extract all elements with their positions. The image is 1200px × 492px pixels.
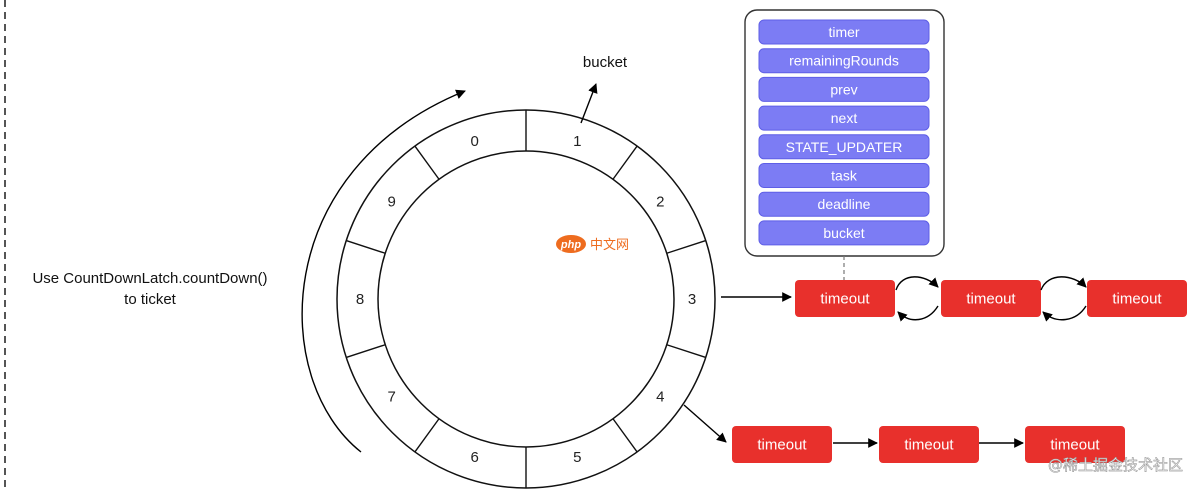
wheel-slot-9: 9	[388, 193, 396, 210]
chain3-prev-arrow-2	[1042, 305, 1087, 322]
timeout-node: timeout	[879, 426, 979, 463]
slot4-timeout-chain: timeout timeout timeout	[732, 426, 1125, 463]
wheel-inner-ring	[377, 150, 675, 448]
struct-field-prev: prev	[758, 76, 930, 102]
struct-field-next: next	[758, 105, 930, 131]
struct-field-label: deadline	[818, 196, 871, 212]
struct-field-remainingrounds: remainingRounds	[758, 48, 930, 74]
chain3-next-arrow-2	[1040, 276, 1087, 291]
timeout-node-label: timeout	[1112, 291, 1162, 308]
wheel-slot-5: 5	[573, 449, 581, 466]
wheel-divider	[612, 145, 638, 180]
wheel-slot-7: 7	[388, 389, 396, 406]
struct-field-box	[758, 191, 930, 217]
timeout-node-label: timeout	[1050, 437, 1100, 454]
timeout-node-box	[879, 426, 979, 463]
timeout-node: timeout	[1025, 426, 1125, 463]
struct-field-label: bucket	[823, 225, 864, 241]
wheel-outer-ring	[336, 109, 716, 489]
hashed-wheel: 0 1 2 3 4 5 6 7 8 9	[336, 109, 716, 489]
struct-field-bucket: bucket	[758, 220, 930, 246]
struct-field-box	[758, 48, 930, 74]
timeout-struct-fields: timer remainingRounds prev nextSTATE_UPDATE…	[758, 19, 930, 246]
wheel-slot-1: 1	[573, 133, 581, 150]
ticker-note-line1: Use CountDownLatch.countDown()	[32, 270, 267, 287]
struct-field-box	[758, 220, 930, 246]
chain3-prev-arrow-1	[897, 305, 939, 322]
struct-field-label: task	[831, 168, 858, 184]
timeout-node-box	[941, 280, 1041, 317]
slot4-to-chain-arrow	[683, 404, 727, 443]
rotation-arc	[301, 89, 466, 453]
php-logo-badge	[556, 235, 586, 253]
php-cn-logo: php 中文网	[556, 235, 629, 253]
wheel-divider	[346, 239, 386, 254]
timeout-node: timeout	[732, 426, 832, 463]
wheel-divider	[612, 418, 638, 453]
wheel-divider	[414, 145, 440, 180]
wheel-divider	[414, 418, 440, 453]
wheel-slot-2: 2	[656, 193, 664, 210]
struct-field-box	[758, 134, 930, 160]
wheel-slot-labels: 0 1 2 3 4 5 6 7 8 9	[356, 133, 696, 466]
timeout-node-box	[732, 426, 832, 463]
timeout-node-box	[795, 280, 895, 317]
timeout-struct-panel: timer remainingRounds prev nextSTATE_UPDATE…	[744, 9, 945, 257]
struct-field-label: STATE_UPDATER	[786, 139, 903, 155]
chain3-next-arrow-1	[895, 276, 939, 291]
timeout-node: timeout	[795, 280, 895, 317]
wheel-slot-8: 8	[356, 291, 364, 308]
timeout-node-box	[1087, 280, 1187, 317]
ticker-note-line2: to ticket	[124, 291, 177, 308]
struct-field-box	[758, 76, 930, 102]
struct-field-box	[758, 163, 930, 188]
struct-field-state-updater: STATE_UPDATER	[758, 134, 930, 160]
juejin-watermark: @稀土掘金技术社区	[1048, 456, 1183, 474]
timeout-node-label: timeout	[966, 291, 1016, 308]
timeout-node: timeout	[1087, 280, 1187, 317]
struct-field-label: remainingRounds	[789, 53, 899, 69]
wheel-divider	[346, 344, 386, 359]
slot3-timeout-chain: timeout timeout timeout	[795, 280, 1187, 317]
php-logo-text: php	[560, 239, 581, 251]
struct-field-label: prev	[830, 81, 857, 97]
timeout-node-label: timeout	[820, 291, 870, 308]
struct-field-timer: timer	[758, 19, 930, 45]
wheel-slot-3: 3	[688, 291, 696, 308]
timeout-node-box	[1025, 426, 1125, 463]
struct-field-box	[758, 105, 930, 131]
wheel-slot-0: 0	[471, 133, 479, 150]
wheel-divider	[666, 239, 706, 254]
php-logo-cn-text: 中文网	[590, 238, 629, 253]
wheel-slot-6: 6	[471, 449, 479, 466]
wheel-divider	[666, 344, 706, 359]
wheel-slot-4: 4	[656, 389, 664, 406]
struct-field-label: next	[831, 110, 858, 126]
struct-field-box	[758, 19, 930, 45]
struct-field-deadline: deadline	[758, 191, 930, 217]
bucket-label: bucket	[583, 54, 628, 71]
timeout-struct-frame	[744, 9, 945, 257]
timeout-node-label: timeout	[904, 437, 954, 454]
timeout-node-label: timeout	[757, 437, 807, 454]
wheel-slot-dividers	[346, 110, 706, 488]
bucket-arrow	[580, 83, 598, 124]
struct-field-task: task	[758, 163, 930, 188]
struct-field-label: timer	[828, 24, 859, 40]
timeout-node: timeout	[941, 280, 1041, 317]
